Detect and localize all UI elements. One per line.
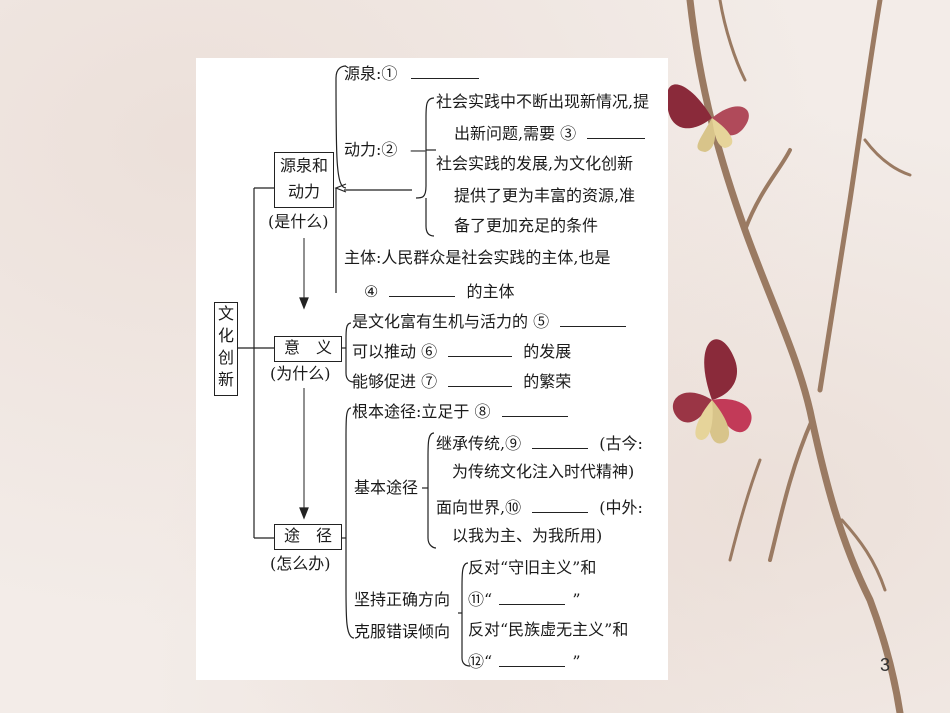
meaning-title: 意 义 — [283, 338, 332, 357]
oppose2-line2: ⑫“ ” — [468, 650, 581, 672]
blank-1 — [410, 62, 479, 79]
basic-path-item2-pre: 面向世界,⑩ — [436, 498, 522, 517]
root-box: 文化创新 — [214, 302, 238, 396]
meaning-item2-pre: 可以推动 ⑥ — [352, 342, 438, 361]
oppose1-line2: ⑪“ ” — [468, 588, 581, 610]
power-item2-line3: 备了更加充足的条件 — [454, 216, 599, 235]
power-dash: — — [410, 140, 426, 159]
basic-path-item1: 继承传统,⑨ (古今: — [436, 432, 643, 454]
source-line: 源泉:① — [344, 62, 479, 84]
meaning-item2-post: 的发展 — [523, 342, 572, 361]
fundamental-path-text: 根本途径:立足于 ⑧ — [352, 402, 491, 421]
blank-12 — [499, 650, 566, 667]
power-item1-line1: 社会实践中不断出现新情况,提 — [436, 92, 650, 111]
subject-line1: 主体:人民群众是社会实践的主体,也是 — [344, 248, 611, 267]
subject-line2-pre: ④ — [364, 282, 379, 301]
subject-line2-post: 的主体 — [466, 282, 515, 301]
path-title: 途 径 — [283, 526, 332, 545]
source-label: 源泉:① — [344, 64, 398, 83]
oppose1-line2-post: ” — [572, 590, 581, 609]
path-sub: (怎么办) — [270, 554, 331, 573]
power-item2-line2: 提供了更为丰富的资源,准 — [454, 186, 636, 205]
blank-5 — [560, 310, 627, 327]
source-power-title-line2: 动力 — [287, 182, 320, 201]
source-power-title-line1: 源泉和 — [279, 156, 328, 175]
diagram-card: 文化创新 源泉和 动力 (是什么) 源泉:① 动力:② — 社会实践中不断出现新… — [196, 58, 668, 680]
meaning-item3-post: 的繁荣 — [523, 372, 572, 391]
power-item1-line2-text: 出新问题,需要 ③ — [454, 124, 577, 143]
direction-line1: 坚持正确方向 — [354, 590, 451, 609]
meaning-item1: 是文化富有生机与活力的 ⑤ — [352, 310, 627, 332]
page-number: 3 — [880, 655, 891, 675]
power-label: 动力:② — [344, 140, 398, 159]
subject-line2: ④ 的主体 — [364, 280, 515, 302]
root-label: 文化创新 — [218, 304, 235, 389]
path-box: 途 径 — [274, 524, 342, 550]
blank-3 — [587, 122, 646, 139]
source-power-sub: (是什么) — [268, 212, 329, 231]
blank-6 — [448, 340, 513, 357]
power-item1-line2: 出新问题,需要 ③ — [454, 122, 646, 144]
blank-7 — [448, 370, 513, 387]
direction-line2: 克服错误倾向 — [354, 622, 451, 641]
meaning-item3: 能够促进 ⑦ 的繁荣 — [352, 370, 571, 392]
oppose1-line1: 反对“守旧主义”和 — [468, 558, 597, 577]
source-power-box: 源泉和 动力 — [274, 152, 334, 208]
meaning-box: 意 义 — [274, 336, 342, 362]
oppose2-line2-post: ” — [572, 652, 581, 671]
basic-path-item1-pre: 继承传统,⑨ — [436, 434, 522, 453]
oppose2-line2-pre: ⑫“ — [468, 652, 493, 671]
basic-path-item2-line2: 以我为主、为我所用) — [452, 526, 603, 545]
butterfly-icon — [666, 84, 749, 152]
fundamental-path: 根本途径:立足于 ⑧ — [352, 400, 568, 422]
blank-9 — [532, 432, 589, 449]
oppose1-line2-pre: ⑪“ — [468, 590, 493, 609]
blank-10 — [532, 496, 589, 513]
basic-path-item1-post: (古今: — [599, 434, 643, 453]
power-item2-line1: 社会实践的发展,为文化创新 — [436, 154, 634, 173]
oppose2-line1: 反对“民族虚无主义”和 — [468, 620, 629, 639]
blank-11 — [499, 588, 566, 605]
basic-path-label: 基本途径 — [354, 478, 419, 497]
blank-8 — [501, 400, 568, 417]
meaning-item2: 可以推动 ⑥ 的发展 — [352, 340, 571, 362]
meaning-item3-pre: 能够促进 ⑦ — [352, 372, 438, 391]
basic-path-item1-line2: 为传统文化注入时代精神) — [452, 462, 635, 481]
blank-4 — [389, 280, 456, 297]
basic-path-item2: 面向世界,⑩ (中外: — [436, 496, 643, 518]
diagram-connector-lines — [236, 65, 471, 667]
meaning-item1-text: 是文化富有生机与活力的 ⑤ — [352, 312, 550, 331]
basic-path-item2-post: (中外: — [599, 498, 643, 517]
butterfly-icon — [672, 339, 752, 444]
meaning-sub: (为什么) — [270, 364, 331, 383]
tree-branch — [686, 0, 912, 713]
